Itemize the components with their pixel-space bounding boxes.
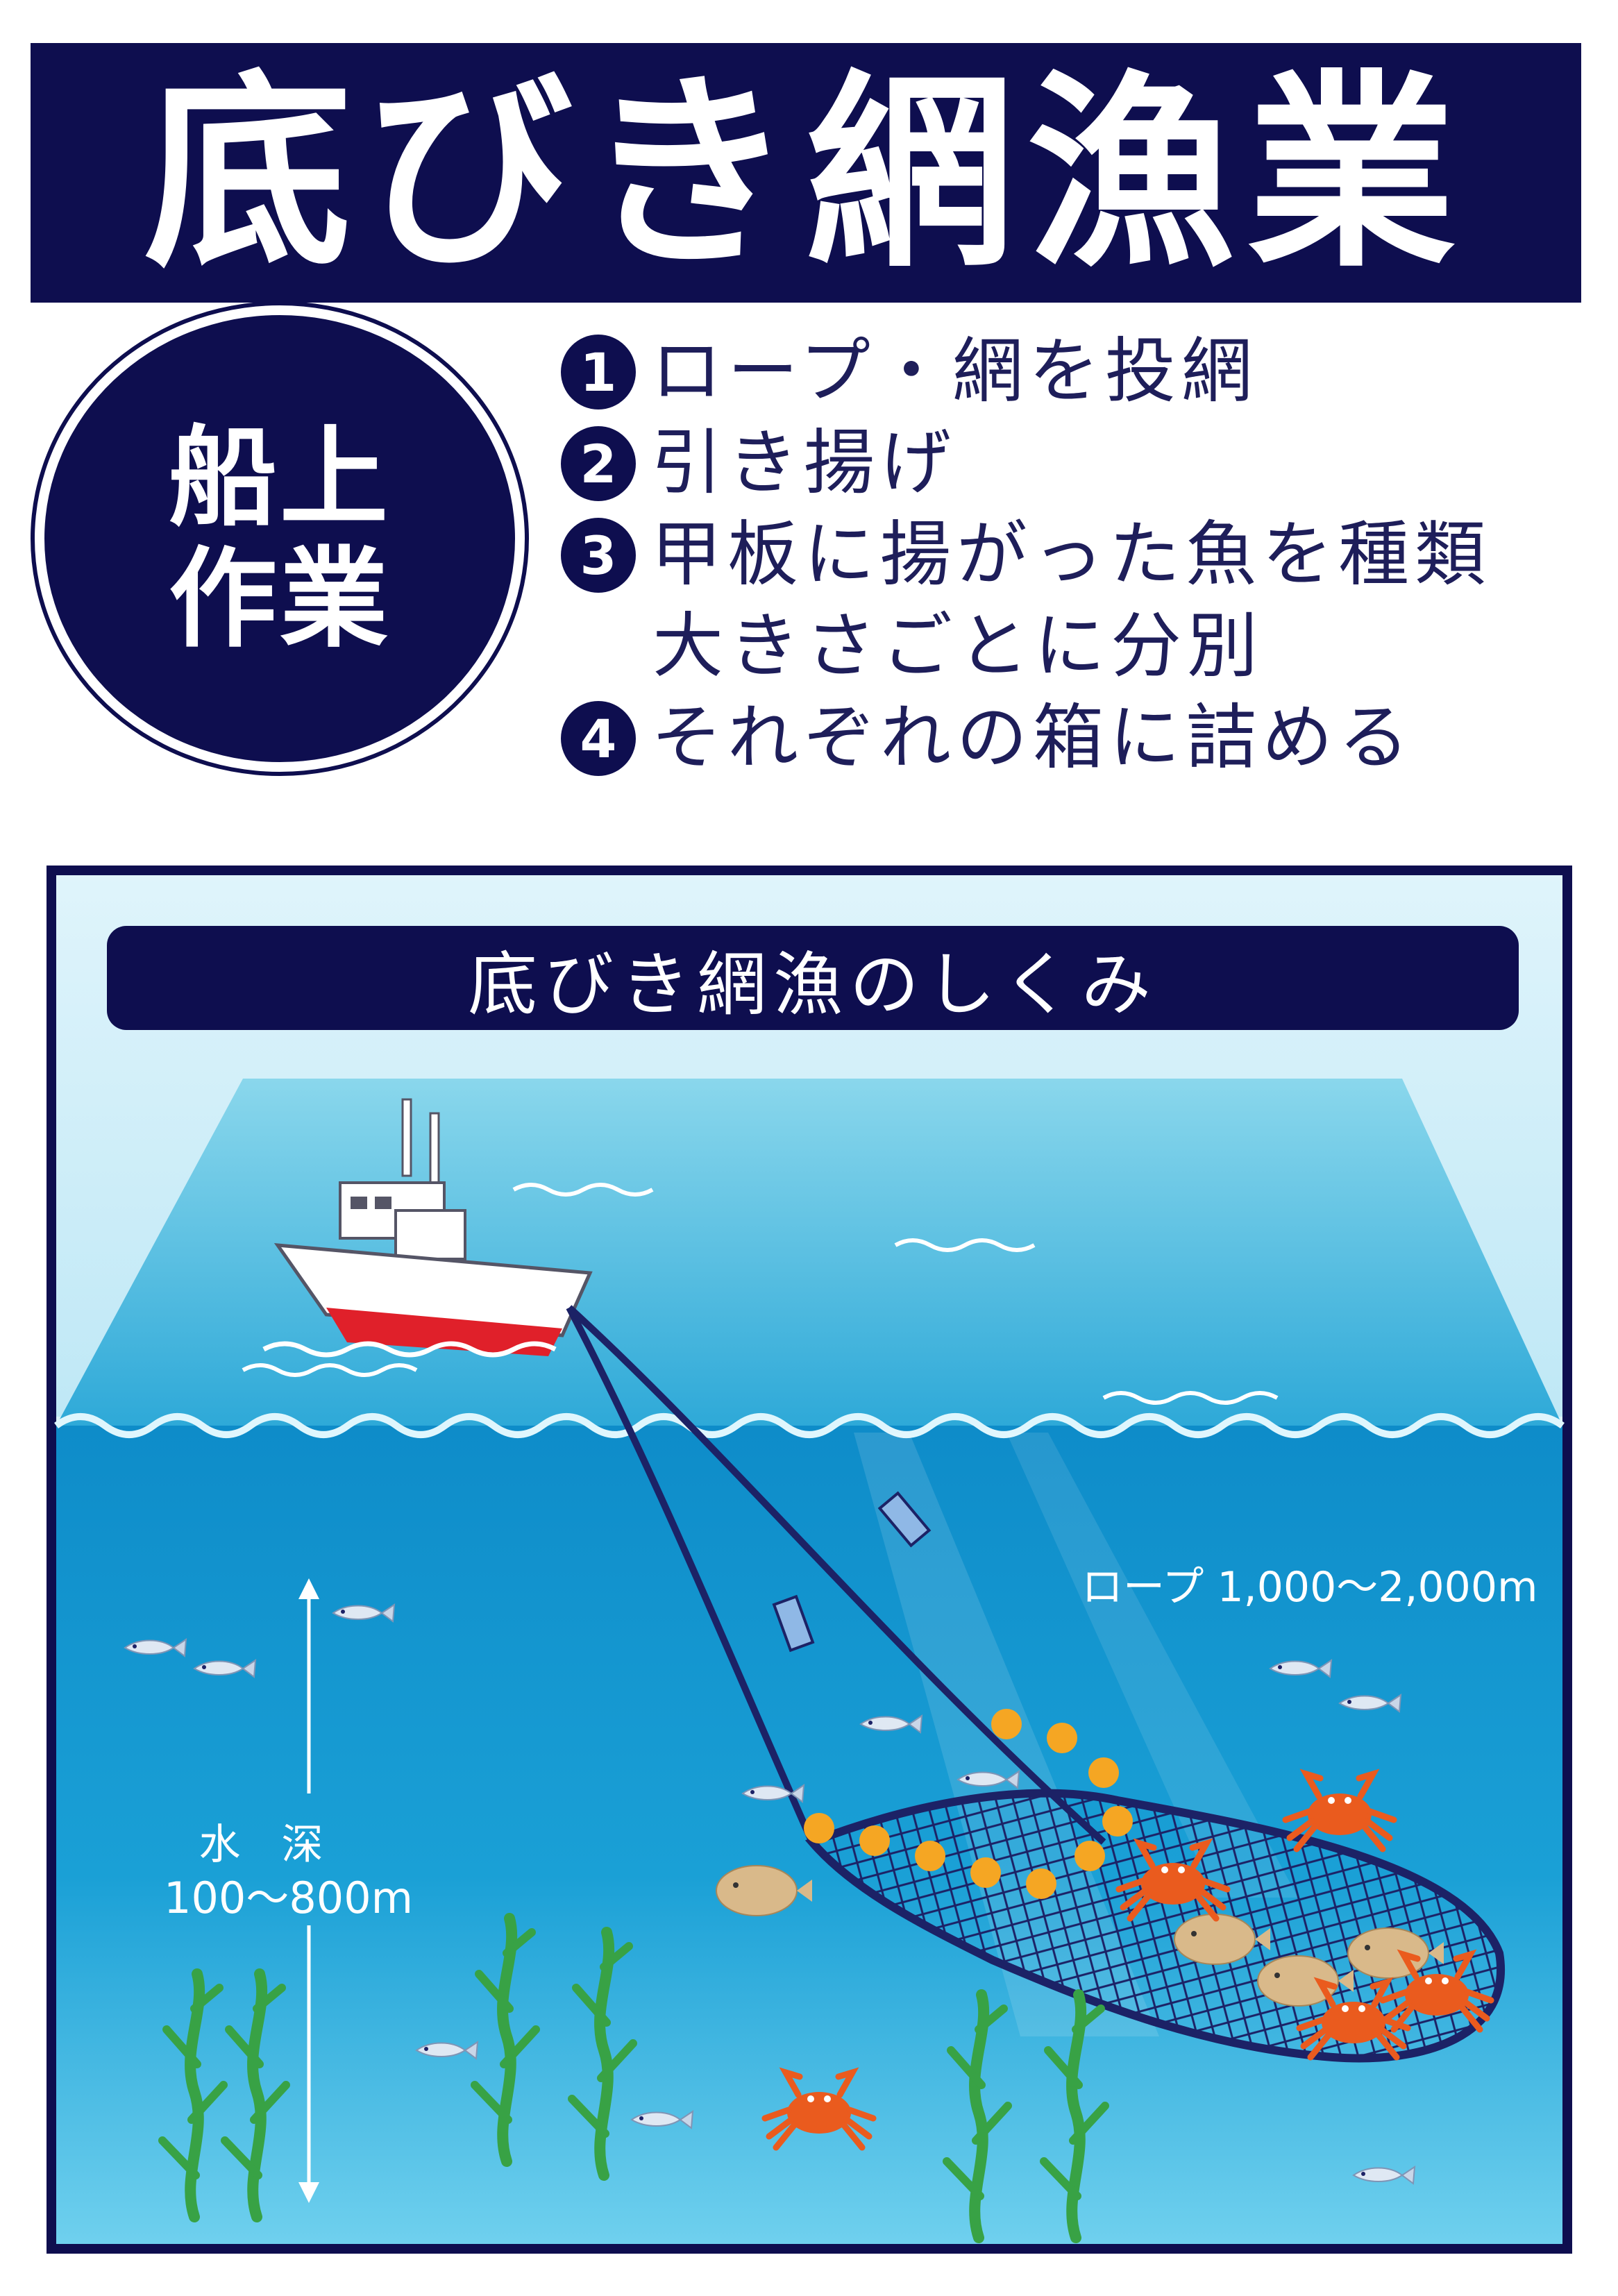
step-text-3-continued: 大きさごとに分別 [652, 605, 1263, 688]
water-depth-range: 100〜800m [164, 1873, 414, 1923]
float-icon [772, 1594, 815, 1653]
depth-arrow [298, 1578, 319, 2203]
title-banner: 底びき網漁業 [31, 43, 1581, 303]
trawling-illustration [35, 856, 1584, 2263]
step-1: 1 ロープ・網を投網 [561, 326, 1588, 418]
page-title: 底びき網漁業 [144, 50, 1468, 295]
step-4: 4 それぞれの箱に詰める [561, 693, 1588, 784]
rope-length-label: ロープ 1,000〜2,000m [1081, 1563, 1538, 1612]
step-text-3: 甲板に揚がった魚を種類 [651, 514, 1491, 596]
step-number-4: 4 [561, 701, 636, 776]
rope-left [566, 1306, 816, 1844]
step-number-2: 2 [561, 426, 636, 501]
step-3: 3 甲板に揚がった魚を種類 [561, 509, 1588, 601]
step-number-1: 1 [561, 335, 636, 410]
diagram-title-banner: 底びき網漁のしくみ [107, 926, 1519, 1030]
step-text-2: 引き揚げ [651, 422, 957, 505]
fishing-boat-icon [262, 1098, 593, 1358]
float-icon [877, 1491, 932, 1548]
rope-right [566, 1305, 1106, 1845]
step-text-1: ロープ・網を投網 [651, 330, 1258, 413]
water-depth-label: 水 深 [199, 1821, 337, 1869]
badge-line-2: 作業 [169, 536, 391, 662]
badge-line-1: 船上 [169, 414, 391, 541]
trawling-diagram: 底びき網漁のしくみ ロープ 1,000〜2,000m 水 深 100〜800m [35, 856, 1584, 2263]
step-text-4: それぞれの箱に詰める [651, 697, 1415, 779]
step-number-3: 3 [561, 518, 636, 593]
onboard-work-badge: 船上 作業 [35, 305, 525, 772]
steps-list: 1 ロープ・網を投網 2 引き揚げ 3 甲板に揚がった魚を種類 大きさごとに分別… [561, 326, 1588, 784]
step-2: 2 引き揚げ [561, 418, 1588, 509]
diagram-title: 底びき網漁のしくみ [468, 943, 1158, 1025]
step-3-continued: 大きさごとに分別 [561, 601, 1588, 693]
